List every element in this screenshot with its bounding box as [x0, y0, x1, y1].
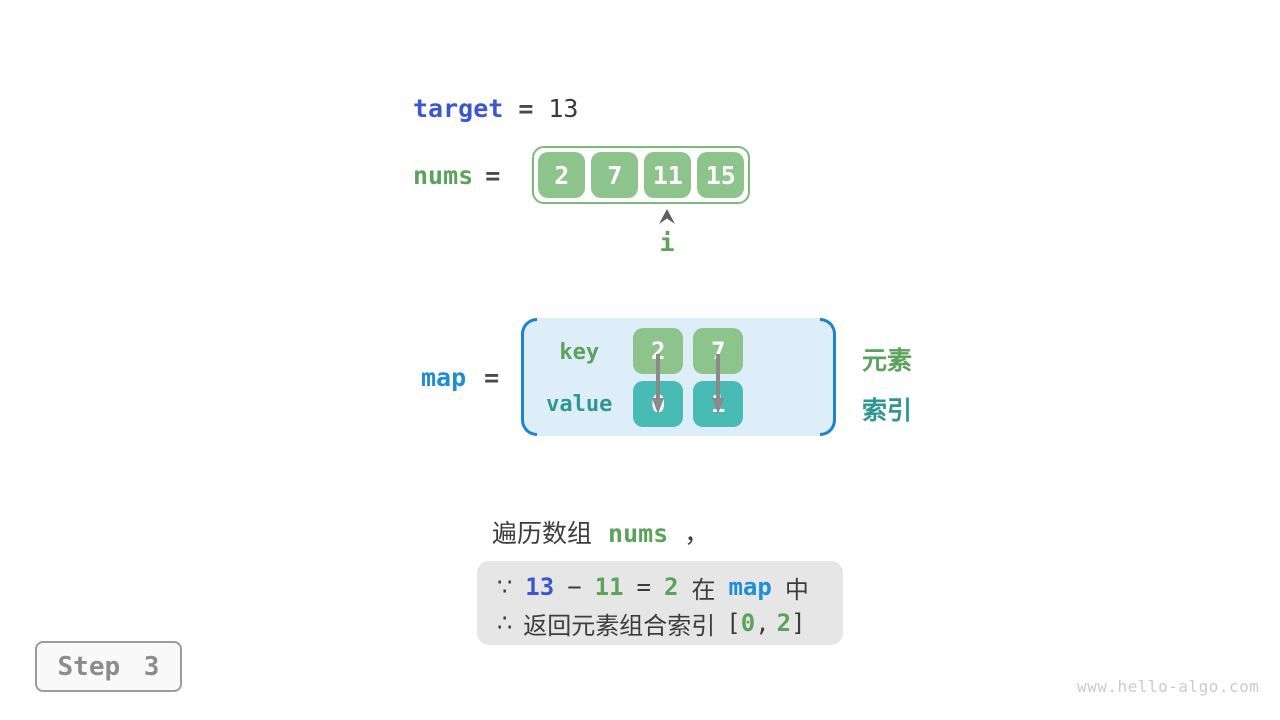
target-number: 13: [525, 573, 555, 601]
element-side-label: 元素: [862, 346, 913, 375]
array-cell: 11: [644, 152, 692, 198]
map-equals-sign: =: [484, 362, 500, 392]
middle-word: 中: [784, 575, 809, 604]
key-to-value-arrow-icon: [652, 354, 665, 414]
comma: ,: [755, 609, 770, 637]
caption-comma: ，: [684, 519, 710, 548]
array-cell: 7: [591, 152, 639, 198]
map-value-row-label: value: [546, 392, 613, 417]
complement-number: 2: [664, 573, 679, 601]
result-index-pair: [ 0 , 2 ]: [726, 609, 805, 637]
result-index-2: 2: [776, 609, 792, 637]
map-assignment: map = key value 2 7 0 1: [421, 318, 837, 436]
caption-code-nums: nums: [608, 519, 669, 548]
equals-sign: =: [636, 573, 651, 601]
map-container: key value 2 7 0 1: [521, 318, 837, 436]
target-equals-sign: =: [518, 94, 534, 123]
close-bracket: ]: [791, 609, 806, 637]
map-bracket-right: [820, 318, 837, 436]
index-pointer-label: i: [659, 228, 675, 257]
key-to-value-arrow-icon: [712, 354, 725, 414]
therefore-symbol: ∴: [497, 609, 513, 637]
map-label: map: [421, 362, 467, 392]
conclusion-line-2: ∴ 返回元素组合索引 [ 0 , 2 ]: [497, 605, 843, 641]
in-word: 在: [691, 575, 716, 604]
result-index-0: 0: [740, 609, 756, 637]
nums-equals-sign: =: [485, 160, 501, 190]
index-pointer-arrow-icon: [658, 209, 676, 229]
return-text: 返回元素组合索引: [523, 611, 716, 640]
because-symbol: ∵: [497, 573, 513, 601]
minus-sign: −: [567, 573, 582, 601]
step-badge: Step 3: [35, 641, 182, 692]
target-assignment: target = 13: [413, 94, 578, 123]
nums-assignment: nums = 2 7 11 15: [413, 146, 751, 204]
array-cell: 15: [697, 152, 745, 198]
array-cell: 2: [538, 152, 586, 198]
watermark: www.hello-algo.com: [1077, 677, 1260, 696]
target-label: target: [413, 94, 504, 123]
nums-array: 2 7 11 15: [532, 146, 751, 204]
current-number: 11: [594, 573, 624, 601]
open-bracket: [: [726, 609, 741, 637]
conclusion-line-1: ∵ 13 − 11 = 2 在 map 中: [497, 569, 843, 605]
map-bracket-left: [521, 318, 538, 436]
conclusion-box: ∵ 13 − 11 = 2 在 map 中 ∴ 返回元素组合索引 [ 0 , 2…: [477, 561, 843, 645]
target-value: 13: [548, 94, 579, 123]
caption-prefix: 遍历数组: [492, 519, 593, 548]
nums-label: nums: [413, 160, 474, 190]
map-key-row-label: key: [559, 340, 600, 365]
caption-line: 遍历数组 nums ，: [492, 514, 709, 550]
map-word: map: [728, 573, 772, 601]
index-side-label: 索引: [862, 396, 913, 425]
